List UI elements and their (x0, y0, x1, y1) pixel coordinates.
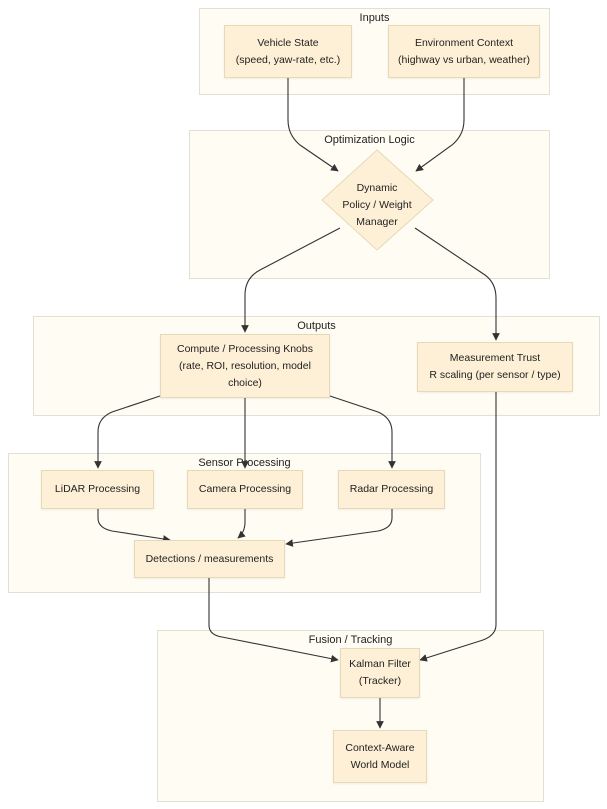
node-radar-processing-label: Radar Processing (349, 483, 434, 495)
node-kalman-filter-line-1: Kalman Filter (349, 658, 411, 670)
node-compute-knobs-line-1: Compute / Processing Knobs (177, 342, 313, 355)
edge-manager-to-knobs (241, 227, 341, 333)
node-kalman-filter: Kalman Filter (Tracker) (340, 648, 420, 698)
node-policy-manager-shape (321, 149, 434, 251)
node-lidar-processing-label: LiDAR Processing (54, 483, 141, 495)
edge-lidar-to-detections (97, 509, 171, 543)
node-policy-manager-line-1: Dynamic (356, 182, 398, 194)
node-compute-knobs-line-2: (rate, ROI, resolution, model (179, 359, 311, 372)
node-vehicle-state-line-2: (speed, yaw-rate, etc.) (235, 53, 341, 66)
node-measurement-trust-line-1: Measurement Trust (449, 352, 541, 364)
edge-vehicle-to-manager (287, 78, 339, 172)
node-radar-processing: Radar Processing (338, 470, 445, 509)
node-kalman-filter-line-2: (Tracker) (358, 675, 402, 687)
edge-detections-to-kalman (208, 578, 339, 663)
node-policy-manager-line-2: Policy / Weight (342, 199, 412, 211)
edge-manager-to-trust (414, 227, 500, 341)
node-environment-context-line-2: (highway vs urban, weather) (398, 53, 530, 66)
group-label-outputs: Outputs (297, 320, 336, 332)
node-environment-context: Environment Context (highway vs urban, w… (388, 25, 540, 78)
edge-environment-to-manager (415, 78, 465, 172)
edge-knobs-to-lidar (94, 395, 161, 469)
node-camera-processing-label: Camera Processing (198, 483, 292, 495)
edge-camera-to-detections (237, 509, 246, 539)
node-measurement-trust-line-2: R scaling (per sensor / type) (429, 369, 561, 381)
node-detections: Detections / measurements (134, 540, 285, 578)
group-label-inputs: Inputs (359, 12, 390, 24)
node-measurement-trust: Measurement Trust R scaling (per sensor … (417, 342, 573, 392)
group-label-fusion-tracking: Fusion / Tracking (308, 634, 393, 646)
node-lidar-processing: LiDAR Processing (41, 470, 154, 509)
edge-knobs-to-radar (329, 395, 396, 469)
node-policy-manager-line-3: Manager (356, 216, 398, 228)
node-vehicle-state-line-1: Vehicle State (257, 36, 319, 49)
node-compute-knobs: Compute / Processing Knobs (rate, ROI, r… (160, 334, 330, 398)
edge-radar-to-detections (285, 509, 393, 547)
node-policy-manager: Dynamic Policy / Weight Manager (327, 180, 427, 231)
node-environment-context-line-1: Environment Context (414, 36, 514, 49)
node-world-model-line-2: World Model (350, 758, 410, 771)
node-world-model: Context-Aware World Model (333, 730, 427, 783)
node-vehicle-state: Vehicle State (speed, yaw-rate, etc.) (224, 25, 352, 78)
group-label-optimization-logic: Optimization Logic (324, 134, 415, 146)
edge-trust-to-kalman (419, 392, 497, 662)
node-world-model-line-1: Context-Aware (345, 741, 415, 754)
node-camera-processing: Camera Processing (187, 470, 303, 509)
node-compute-knobs-line-3: choice) (228, 376, 262, 389)
group-optimization-logic: Optimization Logic (189, 130, 550, 279)
node-detections-label: Detections / measurements (145, 552, 274, 565)
